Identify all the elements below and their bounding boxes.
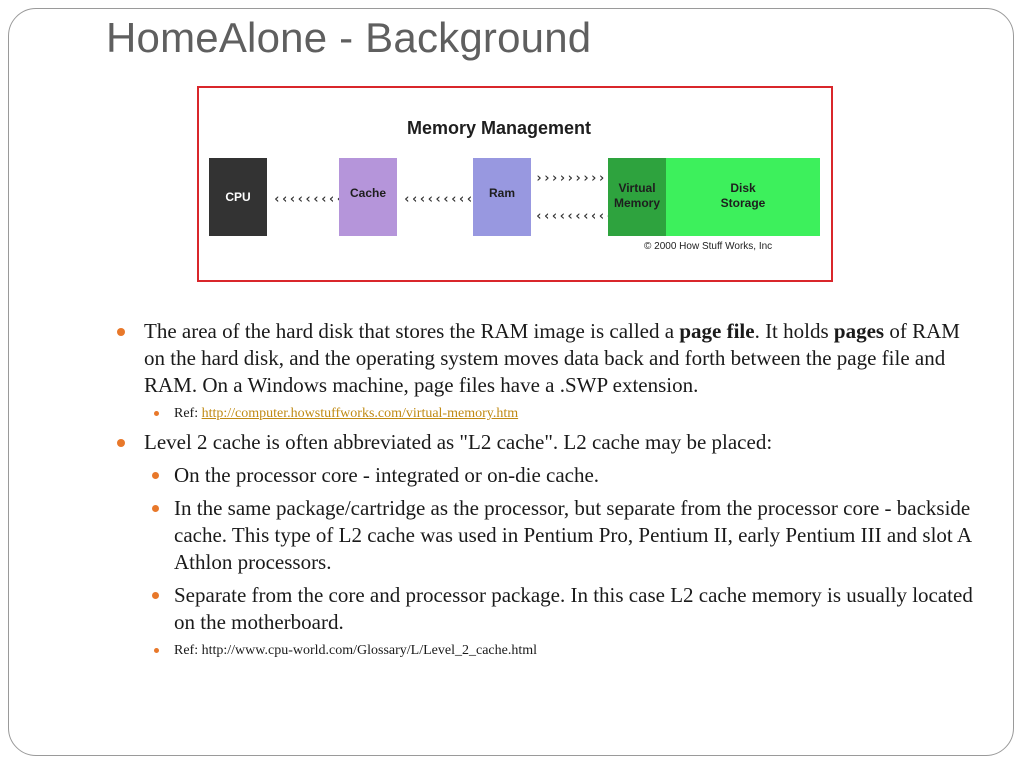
arrow-ram-virtual-left: ‹‹‹‹‹‹‹‹‹‹ [535,209,613,224]
memory-management-figure: Memory Management CPU ‹‹‹‹‹‹‹‹‹ Cache ‹‹… [197,86,833,282]
arrow-cpu-cache: ‹‹‹‹‹‹‹‹‹ [273,192,343,207]
disk-storage-box [666,158,820,236]
ram-label: Ram [489,186,515,200]
cpu-box [209,158,267,236]
virtual-label-line2: Memory [614,196,660,210]
ref-howstuffworks-link[interactable]: http://computer.howstuffworks.com/virtua… [201,406,519,421]
figure-title: Memory Management [407,118,591,138]
cpu-label: CPU [225,190,250,204]
bullet-page-file-text3: of RAM on the hard disk, and the operati… [144,319,960,397]
ref-howstuffworks: Ref: http://computer.howstuffworks.com/v… [110,405,980,423]
disk-label-line2: Storage [721,196,766,210]
sub-bullet-motherboard: Separate from the core and processor pac… [110,582,980,636]
sub-bullet-backside: In the same package/cartridge as the pro… [110,495,980,576]
cache-label: Cache [350,186,386,200]
virtual-memory-box [608,158,666,236]
bullet-page-file-text1: The area of the hard disk that stores th… [144,319,680,343]
bullet-page-file: The area of the hard disk that stores th… [110,318,980,399]
disk-label-line1: Disk [730,181,756,195]
bullet-list: The area of the hard disk that stores th… [110,318,980,666]
ref-label: Ref: [174,406,202,421]
bullet-page-file-text2: . It holds [754,319,834,343]
virtual-label-line1: Virtual [618,181,655,195]
figure-credit: © 2000 How Stuff Works, Inc [644,241,772,252]
bullet-l2-cache: Level 2 cache is often abbreviated as "L… [110,429,980,456]
slide-title: HomeAlone - Background [106,14,592,61]
ram-box [473,158,531,236]
ref-cpu-world: Ref: http://www.cpu-world.com/Glossary/L… [110,642,980,660]
memory-diagram: Memory Management CPU ‹‹‹‹‹‹‹‹‹ Cache ‹‹… [209,118,820,252]
arrow-ram-virtual-right: ›››››››››› [535,171,613,186]
bold-pages: pages [833,319,885,343]
cache-box [339,158,397,236]
sub-bullet-on-die: On the processor core - integrated or on… [110,462,980,489]
bold-page-file: page file [679,319,755,343]
arrow-cache-ram: ‹‹‹‹‹‹‹‹‹‹‹ [403,192,489,207]
